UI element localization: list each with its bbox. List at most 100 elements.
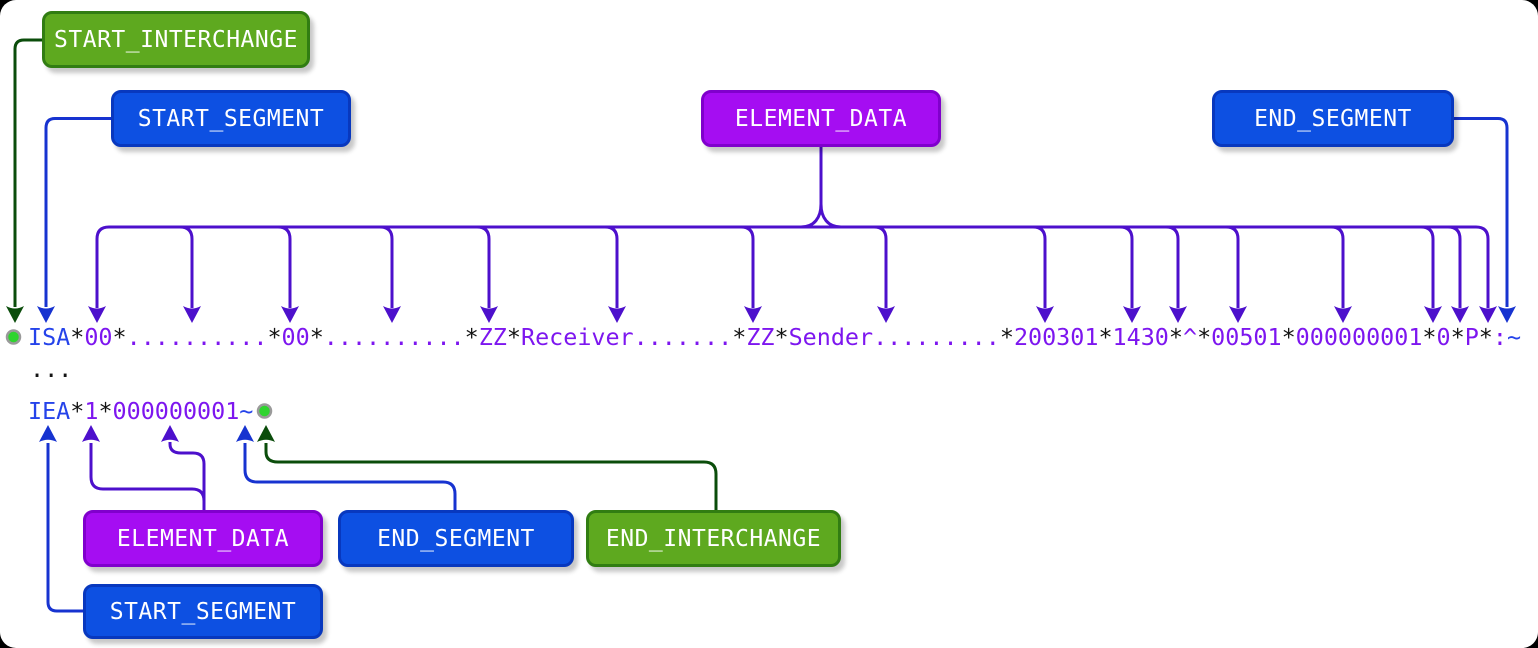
start-segment-bottom-arrowhead <box>39 425 57 442</box>
element-data-bottom-arrowhead <box>82 425 100 442</box>
edi-token-data: 0 <box>1436 323 1451 351</box>
edi-token-data: ZZ <box>478 323 507 351</box>
edi-token-data: 00 <box>281 323 310 351</box>
element-data-arrowhead <box>281 306 299 323</box>
edi-token-sep: * <box>1450 323 1465 351</box>
edi-token-sep: * <box>774 323 789 351</box>
edi-token-sep: * <box>732 323 747 351</box>
end-segment-token-box-top: END_SEGMENT <box>1212 90 1454 147</box>
element-data-stem <box>800 147 823 229</box>
element-data-arrowhead <box>480 306 498 323</box>
edi-token-sep: * <box>1478 323 1493 351</box>
element-data-arrowhead <box>1479 306 1497 323</box>
edi-token-sep: * <box>999 323 1014 351</box>
end-segment-token-box-bottom: END_SEGMENT <box>338 510 574 567</box>
element-data-branch <box>740 225 755 240</box>
element-data-arrowhead <box>1036 306 1054 323</box>
edi-token-data: 000000001 <box>112 397 240 425</box>
edi-token-term: ~ <box>1506 323 1522 351</box>
element-data-branch <box>1165 225 1180 240</box>
end-segment-bottom-arrowhead <box>236 425 254 442</box>
element-data-branch <box>1330 225 1345 240</box>
start-interchange-arrowhead <box>6 306 24 323</box>
end-interchange-arrowhead <box>257 425 275 442</box>
element-data-token-box-top: ELEMENT_DATA <box>701 90 941 147</box>
element-data-branch <box>1420 225 1435 240</box>
element-data-branch <box>1225 225 1240 240</box>
element-data-arrowhead <box>608 306 626 323</box>
element-data-branch <box>277 225 292 240</box>
end-interchange-wire <box>264 443 718 510</box>
interchange-start-dot <box>5 329 22 345</box>
element-data-arrowhead <box>88 306 106 323</box>
element-data-bus <box>95 225 1490 240</box>
element-data-arrowhead <box>1169 306 1187 323</box>
iea-segment-text: IEA*1*000000001~ <box>28 398 253 424</box>
element-data-branch <box>1119 225 1134 240</box>
element-data-branch <box>604 225 619 240</box>
start-interchange-token-box: START_INTERCHANGE <box>42 11 310 68</box>
edi-token-term: ~ <box>239 397 254 425</box>
end-segment-bottom-wire <box>243 443 457 510</box>
edi-token-sep: * <box>506 323 521 351</box>
edi-token-sep: * <box>98 397 113 425</box>
element-data-arrowhead <box>1229 306 1247 323</box>
element-data-arrowhead <box>1451 306 1469 323</box>
element-data-arrowhead <box>877 306 895 323</box>
ellipsis-text: ... <box>30 355 73 383</box>
element-data-bottom-arrowhead <box>161 425 179 442</box>
element-data-branch <box>179 225 194 240</box>
edi-token-data: .......... <box>126 323 268 351</box>
element-data-branch <box>873 225 888 240</box>
edi-token-data: ^ <box>1182 323 1198 351</box>
edi-token-data: Sender......... <box>788 323 1000 351</box>
edi-token-data: 000000001 <box>1295 323 1423 351</box>
edi-token-sep: * <box>1098 323 1113 351</box>
edi-token-sep: * <box>267 323 282 351</box>
edi-token-data: : <box>1492 323 1507 351</box>
edi-token-data: 00 <box>84 323 113 351</box>
element-data-bottom-wire <box>168 442 206 510</box>
element-data-branch <box>1032 225 1047 240</box>
edi-token-data: 1430 <box>1112 323 1169 351</box>
start-segment-bottom-wire <box>46 443 83 613</box>
element-data-stem <box>819 203 842 229</box>
edi-token-sep: * <box>1422 323 1437 351</box>
isa-segment-text: ISA*00*..........*00*..........*ZZ*Recei… <box>28 324 1521 350</box>
edi-token-tag: IEA <box>28 397 71 425</box>
edi-token-sep: * <box>464 323 479 351</box>
element-data-arrowhead <box>744 306 762 323</box>
start-segment-token-box-bottom: START_SEGMENT <box>83 584 323 639</box>
edi-token-data: 200301 <box>1013 323 1099 351</box>
edi-token-sep: * <box>112 323 127 351</box>
edi-token-sep: * <box>70 397 85 425</box>
edi-token-data: .......... <box>323 323 465 351</box>
edi-token-data: Receiver....... <box>520 323 733 351</box>
element-data-arrowhead <box>383 306 401 323</box>
element-data-arrowhead <box>1123 306 1141 323</box>
start-interchange-wire <box>13 38 42 307</box>
end-segment-wire <box>1454 117 1509 307</box>
element-data-branch <box>379 225 394 240</box>
edi-token-sep: * <box>1168 323 1183 351</box>
edi-token-data: 1 <box>84 397 99 425</box>
element-data-token-box-bottom: ELEMENT_DATA <box>83 510 323 567</box>
element-data-arrowhead <box>1334 306 1352 323</box>
end-interchange-token-box: END_INTERCHANGE <box>586 510 841 567</box>
edi-token-sep: * <box>1197 323 1212 351</box>
edi-token-sep: * <box>309 323 324 351</box>
edi-token-sep: * <box>1281 323 1296 351</box>
start-segment-wire <box>44 117 111 307</box>
edi-token-data: 00501 <box>1211 323 1282 351</box>
element-data-branch <box>1447 225 1462 240</box>
end-segment-arrowhead <box>1498 306 1516 323</box>
element-data-branch <box>476 225 491 240</box>
element-data-arrowhead <box>1424 306 1442 323</box>
edi-token-data: ZZ <box>746 323 775 351</box>
start-segment-arrowhead <box>37 306 55 323</box>
interchange-end-dot <box>256 403 273 419</box>
element-data-arrowhead <box>183 306 201 323</box>
start-segment-token-box-top: START_SEGMENT <box>111 90 351 147</box>
